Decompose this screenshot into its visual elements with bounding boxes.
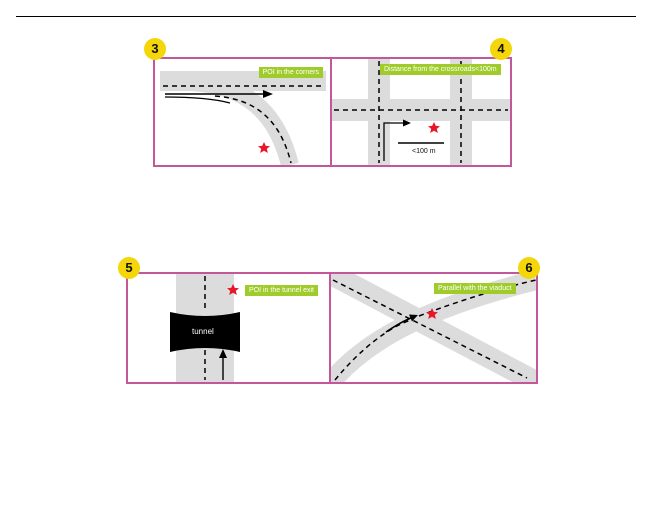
viaduct-lane-marking-upper	[418, 279, 536, 317]
header-rule	[16, 16, 636, 17]
crossroads-diagram	[332, 59, 510, 165]
panel-4-label: Distance from the crossroads<100m	[380, 64, 501, 75]
poi-star-icon	[426, 308, 438, 319]
poi-star-icon	[227, 284, 239, 295]
poi-star-icon	[258, 142, 270, 153]
viaduct-route-line	[385, 317, 412, 333]
viaduct-route-arrow-head	[409, 314, 418, 322]
panel-5: tunnel POI in the tunnel exit	[128, 274, 329, 382]
route-arrow-head	[263, 90, 273, 98]
panel-6: Parallel with the viaduct	[331, 274, 536, 382]
poi-star-icon	[428, 122, 440, 133]
turn-route-arrow-head	[403, 119, 411, 127]
badge-4: 4	[490, 38, 512, 60]
tunnel-block	[170, 312, 240, 352]
badge-5: 5	[118, 257, 140, 279]
panel-3: POI in the corners	[155, 59, 329, 165]
diagonal-lane-marking	[332, 279, 528, 379]
badge-3: 3	[144, 38, 166, 60]
distance-label: <100 m	[412, 148, 436, 155]
panel-divider	[330, 57, 332, 167]
turn-route-line	[383, 122, 404, 161]
exit-route-arrow-head	[219, 349, 227, 358]
badge-6: 6	[518, 257, 540, 279]
panel-divider	[329, 272, 331, 384]
panel-4: Distance from the crossroads<100m <100 m	[332, 59, 510, 165]
tunnel-label: tunnel	[192, 327, 214, 336]
panel-5-label: POI in the tunnel exit	[245, 285, 318, 296]
horizontal-road	[332, 99, 510, 121]
tunnel-diagram	[170, 274, 240, 382]
curved-road	[159, 72, 299, 165]
route-branch-line	[164, 96, 231, 104]
diagonal-road	[331, 274, 536, 382]
curve-lane-marking	[214, 95, 292, 164]
panel-3-label: POI in the corners	[258, 67, 323, 78]
viaduct-lane-marking-lower	[334, 319, 412, 381]
panel-6-label: Parallel with the viaduct	[434, 283, 516, 294]
